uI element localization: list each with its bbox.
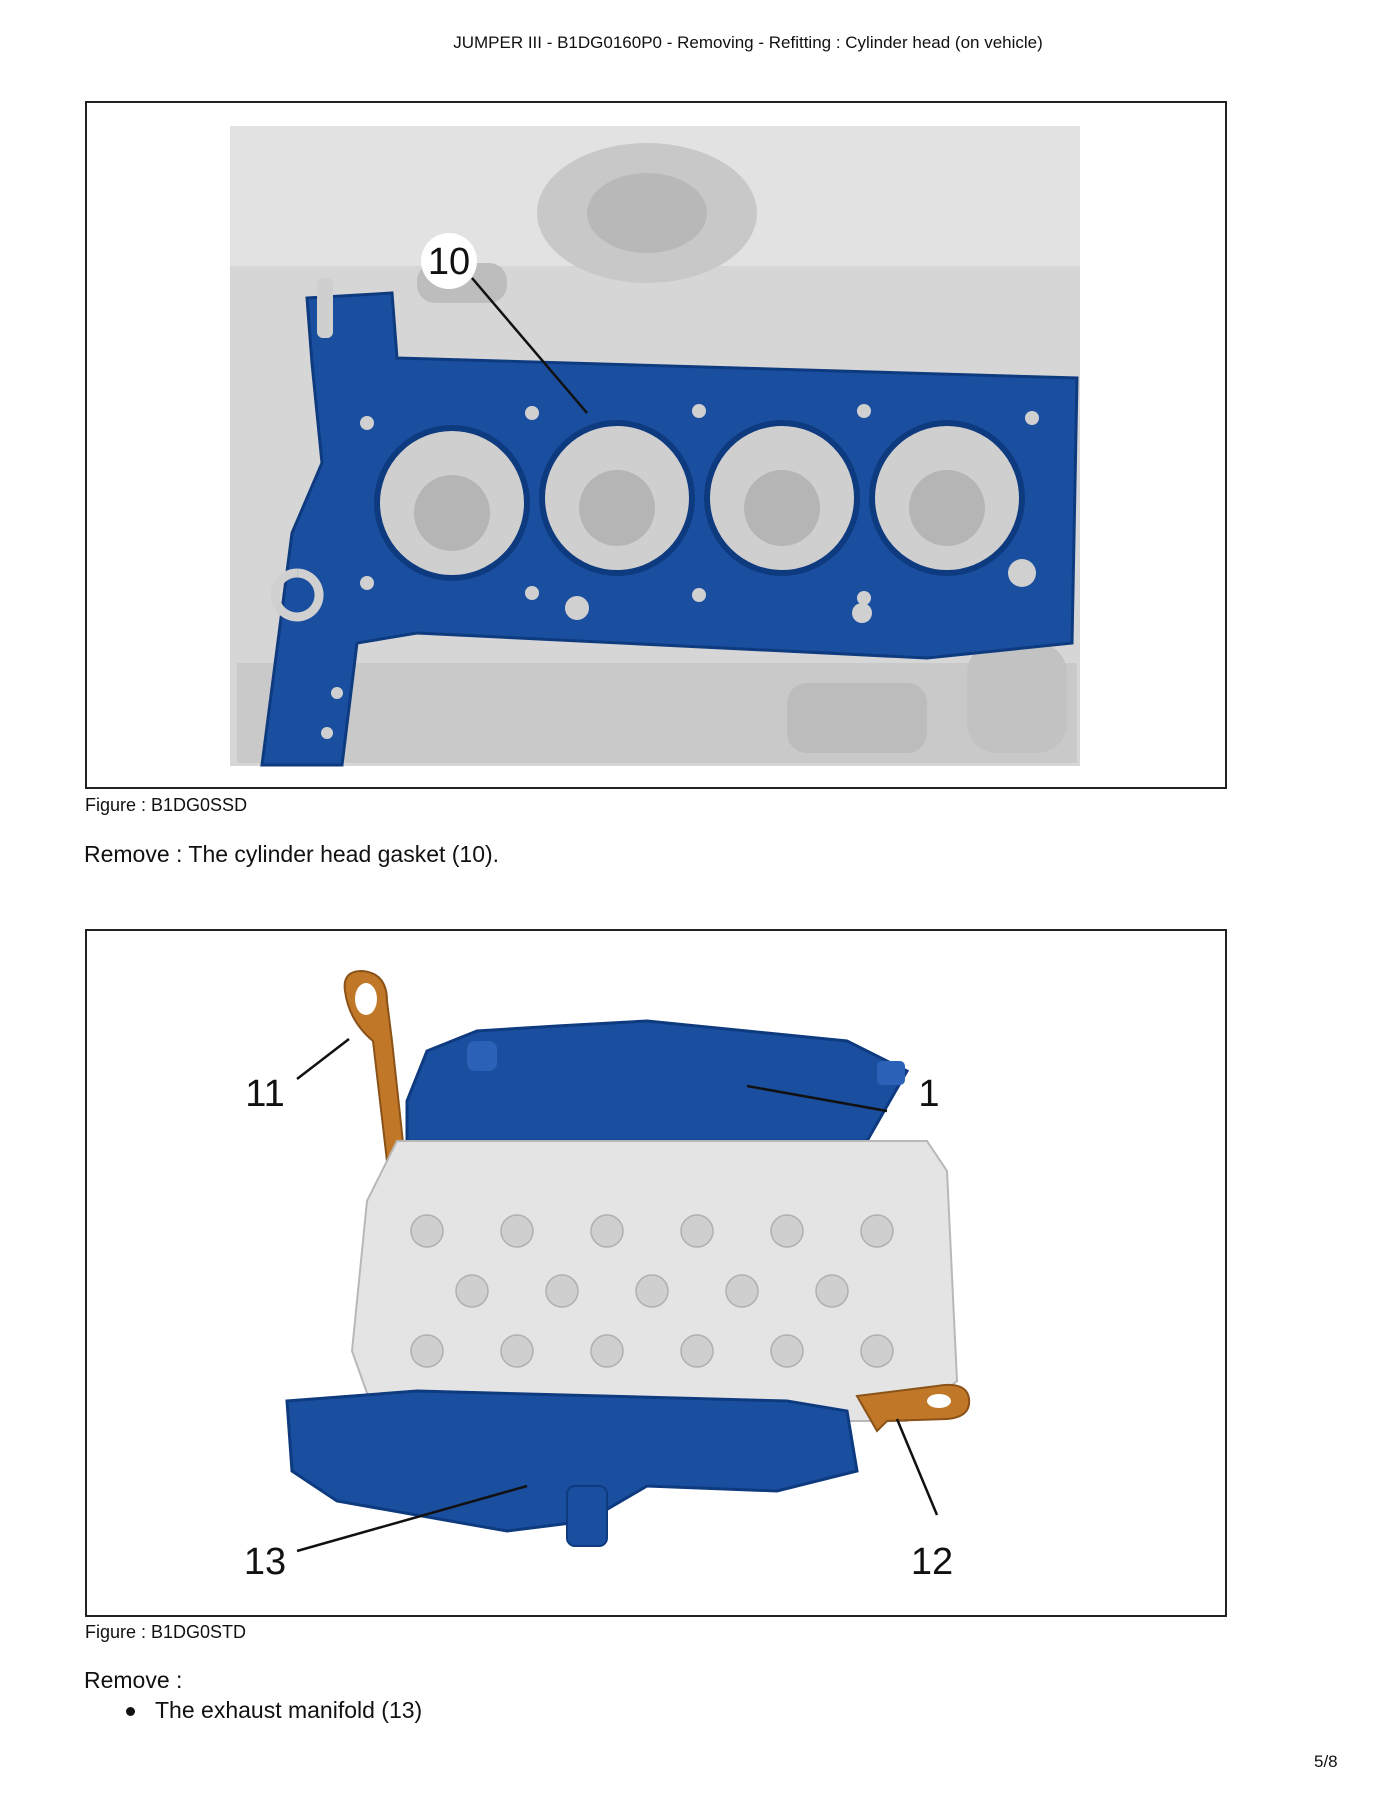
removal-list: The exhaust manifold (13) bbox=[126, 1697, 422, 1724]
figure-cylinder-head-frame: 11 1 13 12 bbox=[85, 929, 1227, 1617]
figure-caption-2: Figure : B1DG0STD bbox=[85, 1622, 247, 1642]
cylinder-head-illustration: 11 1 13 12 bbox=[244, 969, 971, 1583]
document-header: JUMPER III - B1DG0160P0 - Removing - Ref… bbox=[453, 33, 1043, 52]
callout-label-1: 1 bbox=[918, 1073, 939, 1115]
figure-caption-1: Figure : B1DG0SSD bbox=[85, 795, 248, 815]
instruction-remove-heading: Remove : bbox=[84, 1667, 183, 1693]
callout-label-10: 10 bbox=[428, 241, 470, 283]
list-item: The exhaust manifold (13) bbox=[126, 1697, 422, 1724]
callout-label-11: 11 bbox=[245, 1073, 284, 1115]
callout-label-12: 12 bbox=[911, 1541, 953, 1583]
gasket-illustration: 10 bbox=[230, 126, 1080, 767]
figure-gasket-frame: 10 bbox=[85, 101, 1227, 789]
page-number: 5/8 bbox=[1314, 1752, 1338, 1771]
callout-label-13: 13 bbox=[244, 1541, 286, 1583]
instruction-remove-gasket: Remove : The cylinder head gasket (10). bbox=[84, 841, 500, 867]
